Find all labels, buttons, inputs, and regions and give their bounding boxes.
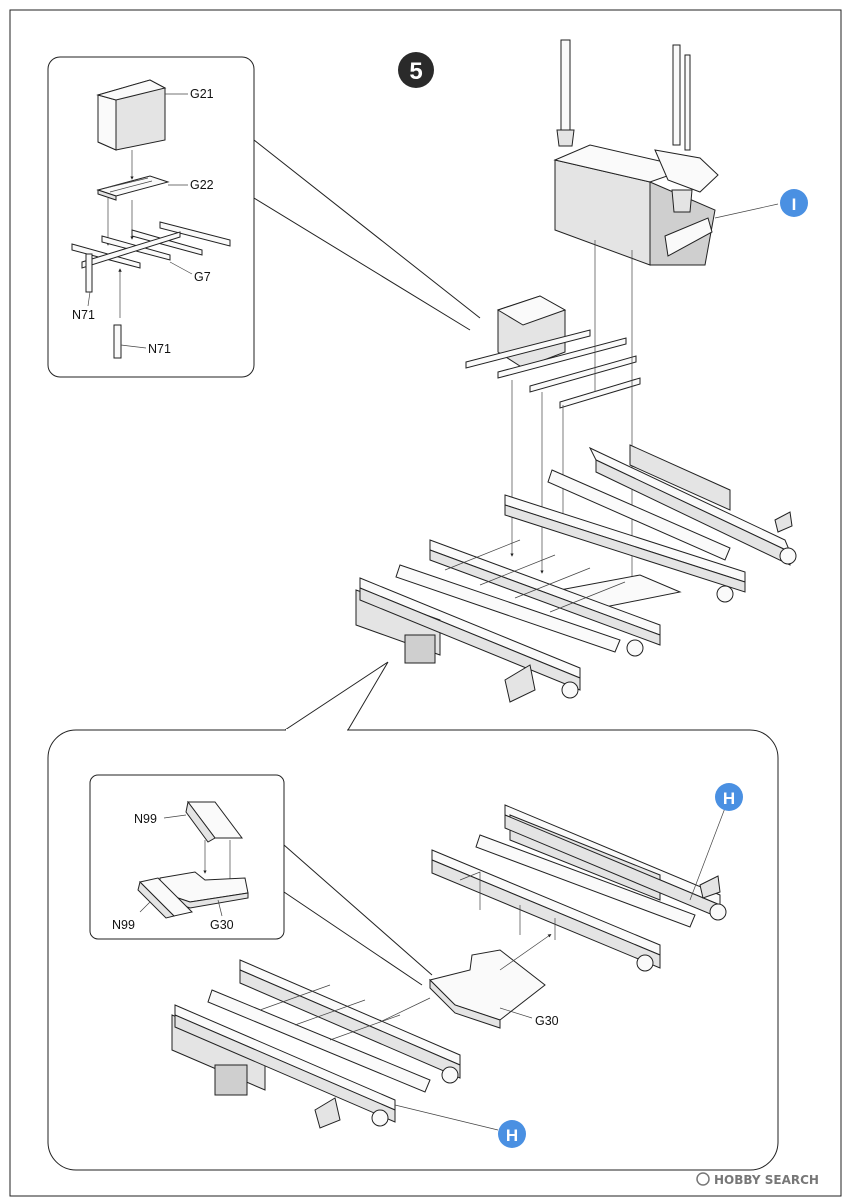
watermark-text: HOBBY SEARCH xyxy=(714,1173,819,1187)
label-g7: G7 xyxy=(194,270,211,284)
label-n71-upper: N71 xyxy=(72,308,95,322)
step-badge: 5 xyxy=(398,52,434,88)
part-n99-wedge-upper xyxy=(185,800,243,843)
step-number: 5 xyxy=(409,58,422,85)
callout-h-right: H xyxy=(715,783,743,811)
label-g22: G22 xyxy=(190,178,214,192)
callout-h-left-text: H xyxy=(506,1126,518,1145)
label-n71-lower: N71 xyxy=(148,342,171,356)
label-g21: G21 xyxy=(190,87,214,101)
chassis-right-half xyxy=(431,804,727,972)
part-n71-post-upper xyxy=(85,253,93,293)
label-n99-upper: N99 xyxy=(134,812,157,826)
part-n99-wedge-lower xyxy=(137,877,193,919)
part-n71-post-lower xyxy=(113,324,122,359)
inset-top: G21 G22 G7 N71 N71 xyxy=(47,56,481,378)
label-g30-inset: G30 xyxy=(210,918,234,932)
page-border xyxy=(9,9,842,1197)
upper-mount-assembly xyxy=(553,39,779,266)
callout-h-left: H xyxy=(498,1120,526,1148)
inset-bottom: N99 N99 G30 xyxy=(89,774,433,986)
part-g22-plate xyxy=(96,175,170,201)
part-g21-box xyxy=(96,79,167,151)
callout-h-right-text: H xyxy=(723,789,735,808)
small-box-assembly xyxy=(465,295,641,409)
main-chassis-frame xyxy=(355,444,797,703)
callout-i: I xyxy=(780,189,808,217)
guide-lines-upper xyxy=(510,240,634,594)
chassis-left-half xyxy=(171,959,499,1131)
label-g30-main: G30 xyxy=(535,1014,559,1028)
callout-i-text: I xyxy=(792,195,797,214)
part-g30-main-plate xyxy=(429,949,546,1029)
watermark: HOBBY SEARCH xyxy=(696,1172,819,1187)
part-g7-bars xyxy=(71,221,231,269)
label-n99-lower: N99 xyxy=(112,918,135,932)
